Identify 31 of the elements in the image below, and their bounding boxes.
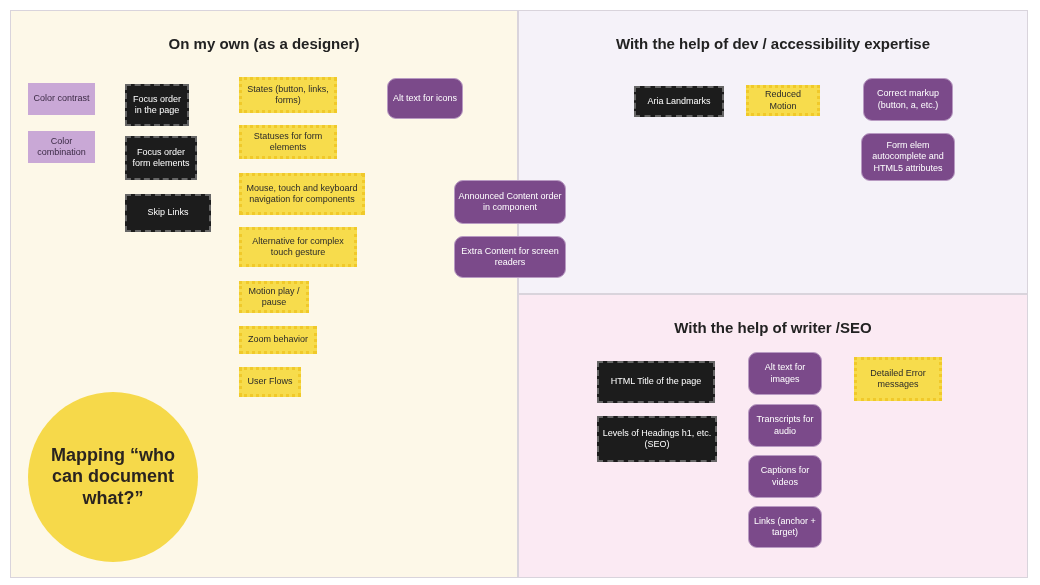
sticky-note: Aria Landmarks	[634, 86, 724, 117]
panel-heading: With the help of writer /SEO	[673, 319, 873, 338]
sticky-note: Alternative for complex touch gesture	[239, 227, 357, 267]
rounded-card: Correct markup (button, a, etc.)	[863, 78, 953, 121]
rounded-card: Links (anchor + target)	[748, 506, 822, 548]
sticky-note: Zoom behavior	[239, 326, 317, 354]
sticky-note: Focus order form elements	[125, 136, 197, 180]
title-circle: Mapping “who can document what?”	[28, 392, 198, 562]
sticky-note: Focus order in the page	[125, 84, 189, 126]
sticky-note: Color contrast	[28, 83, 95, 115]
sticky-note: Color combination	[28, 131, 95, 163]
sticky-note: Statuses for form elements	[239, 125, 337, 159]
sticky-note: Detailed Error messages	[854, 357, 942, 401]
sticky-note: Reduced Motion	[746, 85, 820, 116]
sticky-note: Skip Links	[125, 194, 211, 232]
sticky-note: User Flows	[239, 367, 301, 397]
sticky-note: Levels of Headings h1, etc. (SEO)	[597, 416, 717, 462]
sticky-note: HTML Title of the page	[597, 361, 715, 403]
sticky-note: States (button, links, forms)	[239, 77, 337, 113]
sticky-note: Mouse, touch and keyboard navigation for components	[239, 173, 365, 215]
rounded-card: Captions for videos	[748, 455, 822, 498]
rounded-card: Alt text for images	[748, 352, 822, 395]
panel-heading: With the help of dev / accessibility expertise	[614, 35, 932, 54]
panel-heading: On my own (as a designer)	[167, 35, 361, 54]
rounded-card: Announced Content order in component	[454, 180, 566, 224]
panel	[518, 294, 1028, 578]
rounded-card: Transcripts for audio	[748, 404, 822, 447]
rounded-card: Alt text for icons	[387, 78, 463, 119]
rounded-card: Extra Content for screen readers	[454, 236, 566, 278]
sticky-note: Motion play / pause	[239, 281, 309, 313]
rounded-card: Form elem autocomplete and HTML5 attributes	[861, 133, 955, 181]
